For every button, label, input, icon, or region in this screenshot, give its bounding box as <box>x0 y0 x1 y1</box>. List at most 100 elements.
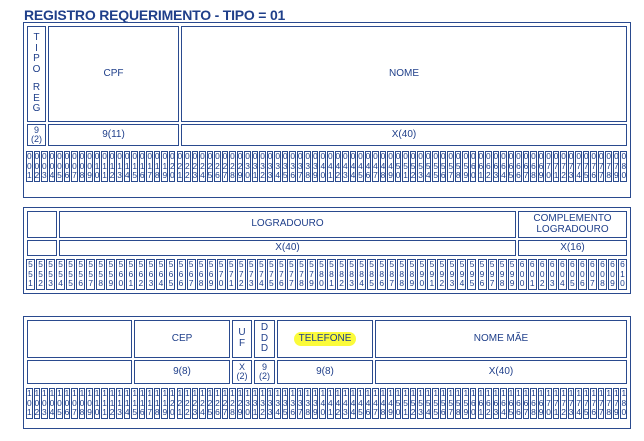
ruler-digit: 0 <box>57 151 62 161</box>
ruler-digit: 5 <box>207 170 213 181</box>
ruler-digit: 1 <box>440 388 446 398</box>
ruler-digit: 1 <box>94 388 100 398</box>
ruler-digit: 1 <box>516 388 521 398</box>
ruler-digit: 0 <box>569 268 575 279</box>
ruler-digit: 5 <box>439 259 445 269</box>
ruler-digit: 6 <box>215 407 220 418</box>
ruler-digit: 5 <box>463 160 469 171</box>
ruler-digit: 6 <box>178 268 184 279</box>
ruler-digit: 1 <box>523 388 529 398</box>
ruler-digit: 1 <box>380 388 386 398</box>
ruler-digit: 3 <box>297 160 303 171</box>
ruler-digit: 4 <box>58 278 63 289</box>
ruler-digit: 2 <box>222 397 228 408</box>
ddd-label: D D D <box>254 320 275 358</box>
ruler-digit: 0 <box>508 151 514 161</box>
ruler-digit: 9 <box>312 170 318 181</box>
ruler-digit: 5 <box>403 160 408 171</box>
ruler-digit: 6 <box>538 397 544 408</box>
ruler-digit: 5 <box>449 259 455 269</box>
ruler-digit: 7 <box>218 268 224 279</box>
ruler-digit: 5 <box>132 407 138 418</box>
ruler-digit: 2 <box>561 170 566 181</box>
ruler-digit: 7 <box>613 160 619 171</box>
ruler-digit: 4 <box>501 407 506 418</box>
ruler-digit: 5 <box>583 170 589 181</box>
ruler-digit: 0 <box>49 151 55 161</box>
ruler-digit: 2 <box>38 278 43 289</box>
ruler-digit: 5 <box>409 259 415 269</box>
ruler-digit: 3 <box>192 407 198 418</box>
ruler-digit: 1 <box>147 388 153 398</box>
tipo-reg-letter: I <box>35 42 38 54</box>
cpf-label-cell: CPF <box>48 26 179 122</box>
ruler-digit: 9 <box>87 170 92 181</box>
ruler-digit: 5 <box>228 259 234 269</box>
ruler-digit: 4 <box>359 278 364 289</box>
ruler-digit: 5 <box>403 397 408 408</box>
ruler-digit: 1 <box>245 388 250 398</box>
ruler-digit: 4 <box>365 397 371 408</box>
ruler-digit: 1 <box>418 388 423 398</box>
ruler-digit: 0 <box>312 151 318 161</box>
ruler-digit: 6 <box>128 268 134 279</box>
ruler-digit: 3 <box>349 278 354 289</box>
ruler-digit: 0 <box>553 151 559 161</box>
ruler-digit: 1 <box>177 407 183 418</box>
ruler-digit: 2 <box>207 160 213 171</box>
ruler-digit: 5 <box>148 259 154 269</box>
ruler-digit: 1 <box>200 388 205 398</box>
ruler-digit: 6 <box>470 160 476 171</box>
ruler-digit: 2 <box>215 160 220 171</box>
section-3-frame <box>23 316 631 429</box>
ruler-digit: 0 <box>169 170 175 181</box>
ruler-digit: 8 <box>399 268 405 279</box>
ruler-digit: 5 <box>188 259 194 269</box>
ruler-digit: 1 <box>79 388 85 398</box>
ruler-digit: 5 <box>359 259 364 269</box>
ruler-digit: 1 <box>275 388 280 398</box>
ruler-digit: 1 <box>109 160 115 171</box>
ruler-digit: 5 <box>440 397 446 408</box>
ruler-digit: 8 <box>531 170 536 181</box>
ruler-digit: 7 <box>268 268 274 279</box>
ruler-digit: 7 <box>373 407 378 418</box>
ruler-digit: 5 <box>395 160 401 171</box>
ruler-digit: 5 <box>419 259 425 269</box>
ruler-digit: 7 <box>606 160 612 171</box>
ruler-digit: 1 <box>117 397 122 408</box>
ruler-digit: 0 <box>519 268 525 279</box>
ruler-digit: 4 <box>200 170 205 181</box>
ruler-digit: 6 <box>148 268 154 279</box>
ruler-digit: 7 <box>188 278 194 289</box>
ruler-digit: 5 <box>207 407 213 418</box>
ruler-digit: 8 <box>455 170 461 181</box>
ruler-digit: 9 <box>162 170 168 181</box>
ruler-digit: 0 <box>580 268 585 279</box>
ruler-digit: 5 <box>38 259 43 269</box>
ruler-digit: 1 <box>102 160 107 171</box>
ruler-digit: 1 <box>177 388 183 398</box>
ruler-digit: 1 <box>463 388 469 398</box>
ruler-digit: 7 <box>576 160 581 171</box>
